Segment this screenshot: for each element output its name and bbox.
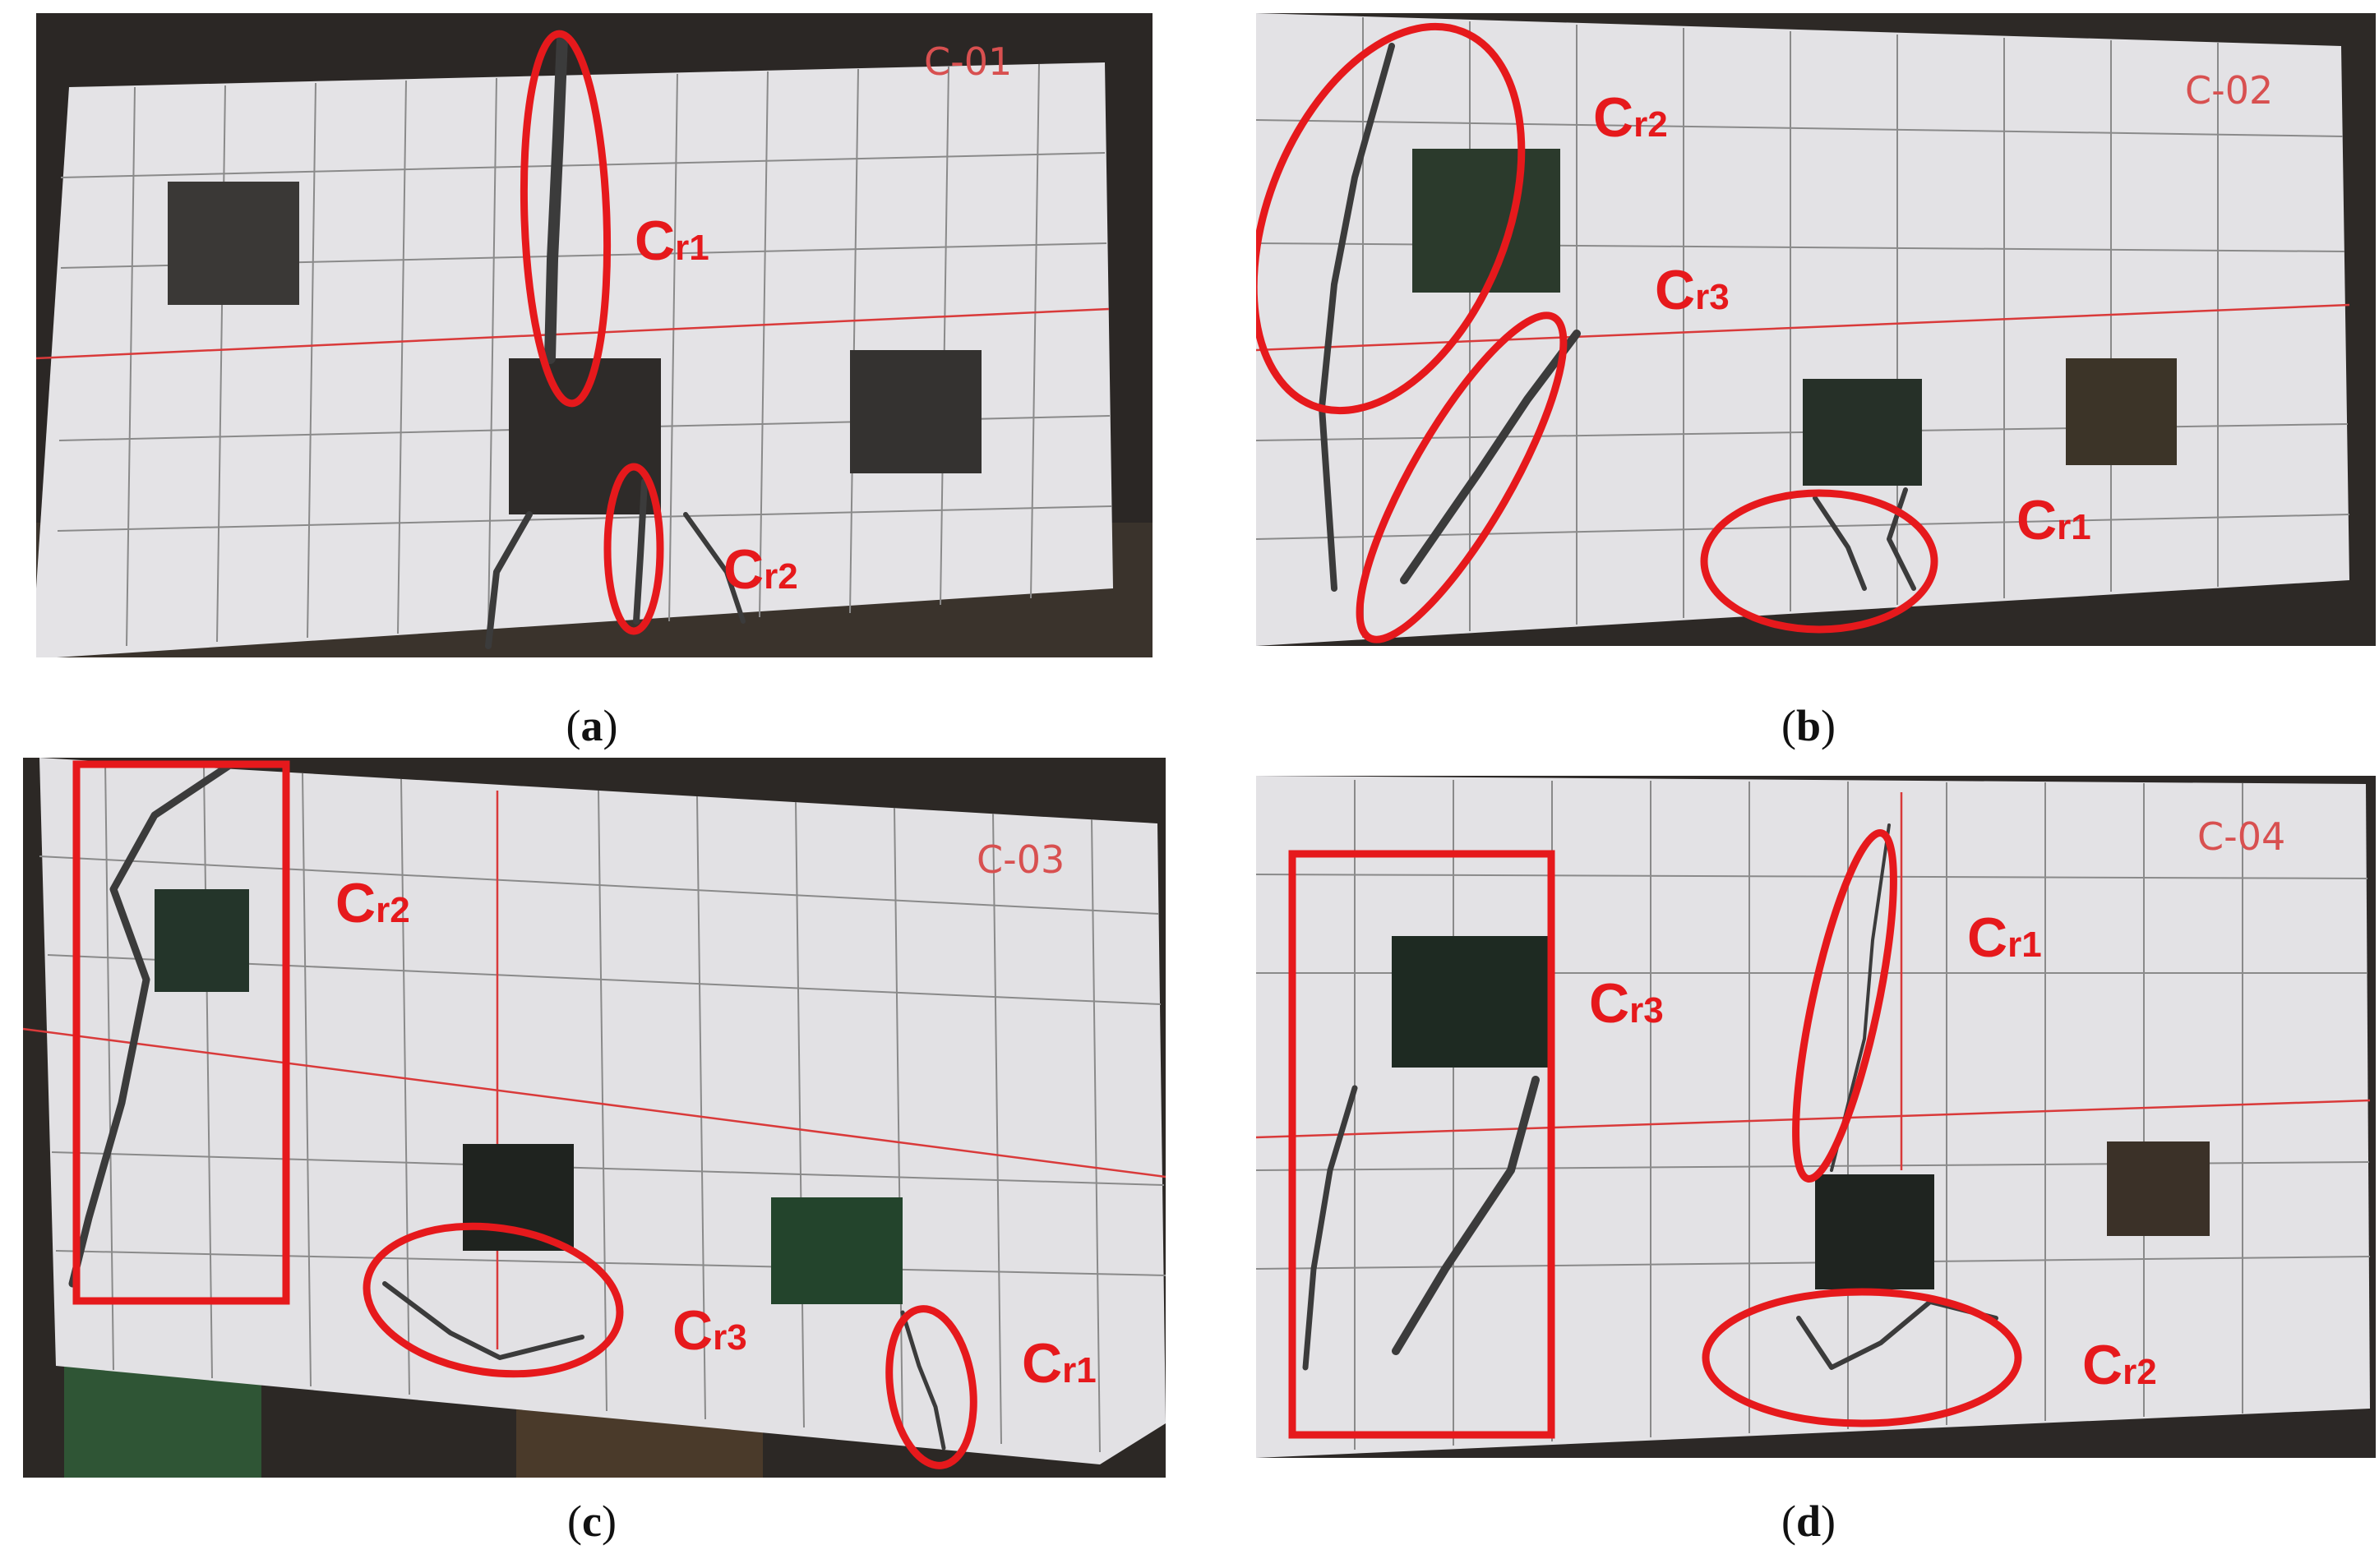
photo-panel-a: C-01 Cr1 Cr2 [36,13,1153,657]
crack-left-diagonal [1392,1076,1540,1355]
crack-label-cr2: Cr2 [2082,1334,2157,1396]
opening-top-left [1412,149,1560,293]
crack-lower-middle [1813,496,1867,591]
opening-top-left [168,182,299,305]
specimen-marker-text: C-01 [924,39,1012,84]
opening-top-left [1392,936,1548,1068]
specimen-photo-d: C-04 Cr3 Cr1 Cr2 [1256,776,2376,1458]
crack-left-diagonal [68,762,233,1288]
crack-vertical [544,32,568,364]
reference-line [1256,1099,2371,1139]
crack-left-diagonal [1319,43,1395,592]
crack-vertical-upper [1830,823,1891,1172]
opening-bottom-right [771,1197,903,1304]
crack-lower-right [683,512,746,624]
crack-highlight-cr1 [520,30,612,408]
caption-b: (b) [1781,701,1836,750]
specimen-marker-text: C-02 [2185,68,2273,113]
crack-label-cr3: Cr3 [1589,972,1664,1035]
specimen-photo-a: C-01 Cr1 Cr2 [36,13,1153,657]
caption-d: (d) [1781,1497,1836,1546]
photo-panel-c: C-03 Cr2 Cr3 Cr1 [23,758,1166,1478]
crack-highlight-cr1 [1700,489,1938,634]
specimen-photo-c: C-03 Cr2 Cr3 Cr1 [23,758,1166,1478]
crack-label-cr2: Cr2 [723,538,798,601]
opening-bottom-right [850,350,982,473]
photo-panel-d: C-04 Cr3 Cr1 Cr2 [1256,776,2376,1458]
crack-highlight-cr1 [1792,829,1897,1183]
caption-a: (a) [566,701,618,750]
crack-label-cr1: Cr1 [635,210,709,272]
crack-label-cr2: Cr2 [1593,86,1668,149]
crack-highlight-cr2 [1702,1288,2022,1427]
reference-line [23,1027,1166,1178]
crack-lower-right [900,1310,946,1450]
crack-label-cr3: Cr3 [672,1299,747,1362]
crack-highlight-cr1 [885,1305,977,1469]
caption-c: (c) [567,1497,617,1546]
crack-highlight-cr2 [603,463,664,635]
reference-line [36,307,1110,360]
crack-left-vertical [1302,1085,1358,1371]
specimen-photo-b: C-02 Cr2 Cr3 Cr1 [1256,13,2376,646]
photo-panel-b: C-02 Cr2 Cr3 Cr1 [1256,13,2376,646]
crack-label-cr1: Cr1 [1022,1332,1097,1395]
crack-label-cr1: Cr1 [2016,489,2091,551]
crack-highlight-cr3 [1288,850,1555,1439]
crack-center-diagonal [1400,330,1581,584]
grid-lines [39,761,1166,1453]
crack-lower-middle-right [1887,487,1916,591]
reference-line [1256,303,2350,352]
crack-lower-center [633,478,648,625]
specimen-marker-text: C-04 [2197,814,2285,859]
opening-top-left [155,889,249,992]
opening-bottom-middle [1803,379,1922,486]
opening-bottom-middle [509,358,661,514]
crack-label-cr3: Cr3 [1655,259,1730,321]
opening-bottom-right [2107,1141,2210,1236]
crack-lower-middle [382,1281,584,1360]
crack-lower-left [485,511,533,649]
opening-bottom-right [2066,358,2177,465]
specimen-marker-text: C-03 [977,837,1065,882]
crack-label-cr1: Cr1 [1967,906,2042,969]
crack-label-cr2: Cr2 [335,872,410,934]
crack-highlight-cr2 [72,760,290,1305]
crack-highlight-cr3 [1356,311,1568,643]
crack-highlight-cr2 [1256,22,1526,415]
crack-highlight-cr3 [363,1222,624,1378]
opening-bottom-middle [1815,1174,1934,1289]
